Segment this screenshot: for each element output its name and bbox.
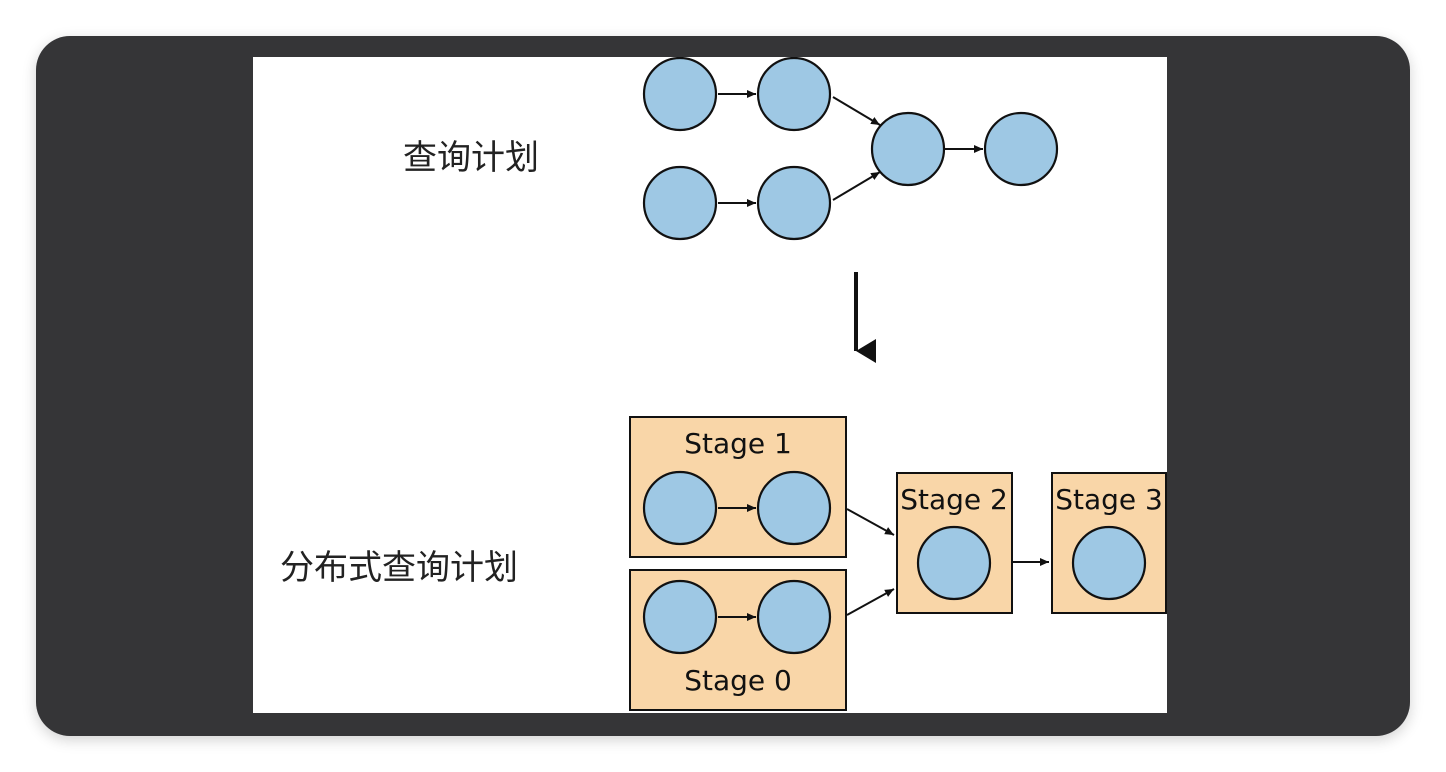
stage-0-label: Stage 0 (684, 664, 792, 697)
query-plan-label: 查询计划 (403, 138, 539, 178)
plan-node (916, 525, 992, 601)
plan-node (756, 579, 832, 655)
plan-node (983, 111, 1059, 187)
stage-1-label: Stage 1 (684, 427, 792, 460)
edge (832, 171, 881, 201)
stage-1-box: Stage 1 (629, 416, 847, 558)
plan-node (642, 579, 718, 655)
stage-2-label: Stage 2 (900, 483, 1008, 516)
plan-node (642, 56, 718, 132)
plan-node (756, 56, 832, 132)
stage-edge (846, 508, 895, 536)
stage-3-box: Stage 3 (1051, 472, 1167, 614)
plan-node (870, 111, 946, 187)
stage-3-label: Stage 3 (1055, 483, 1163, 516)
stage-2-box: Stage 2 (896, 472, 1013, 614)
diagram-svg: 查询计划 分布式查询计划 Stage 1 (280, 56, 1167, 711)
plan-node (642, 165, 718, 241)
plan-node (1071, 525, 1147, 601)
query-plan-graph (642, 56, 1059, 241)
stage-0-box: Stage 0 (629, 569, 847, 711)
plan-node (642, 470, 718, 546)
plan-node (756, 470, 832, 546)
edge (832, 96, 881, 126)
plan-node (756, 165, 832, 241)
stage-edge (846, 588, 895, 616)
distributed-plan-label: 分布式查询计划 (280, 548, 518, 588)
diagram-canvas: 查询计划 分布式查询计划 Stage 1 (253, 56, 1167, 713)
